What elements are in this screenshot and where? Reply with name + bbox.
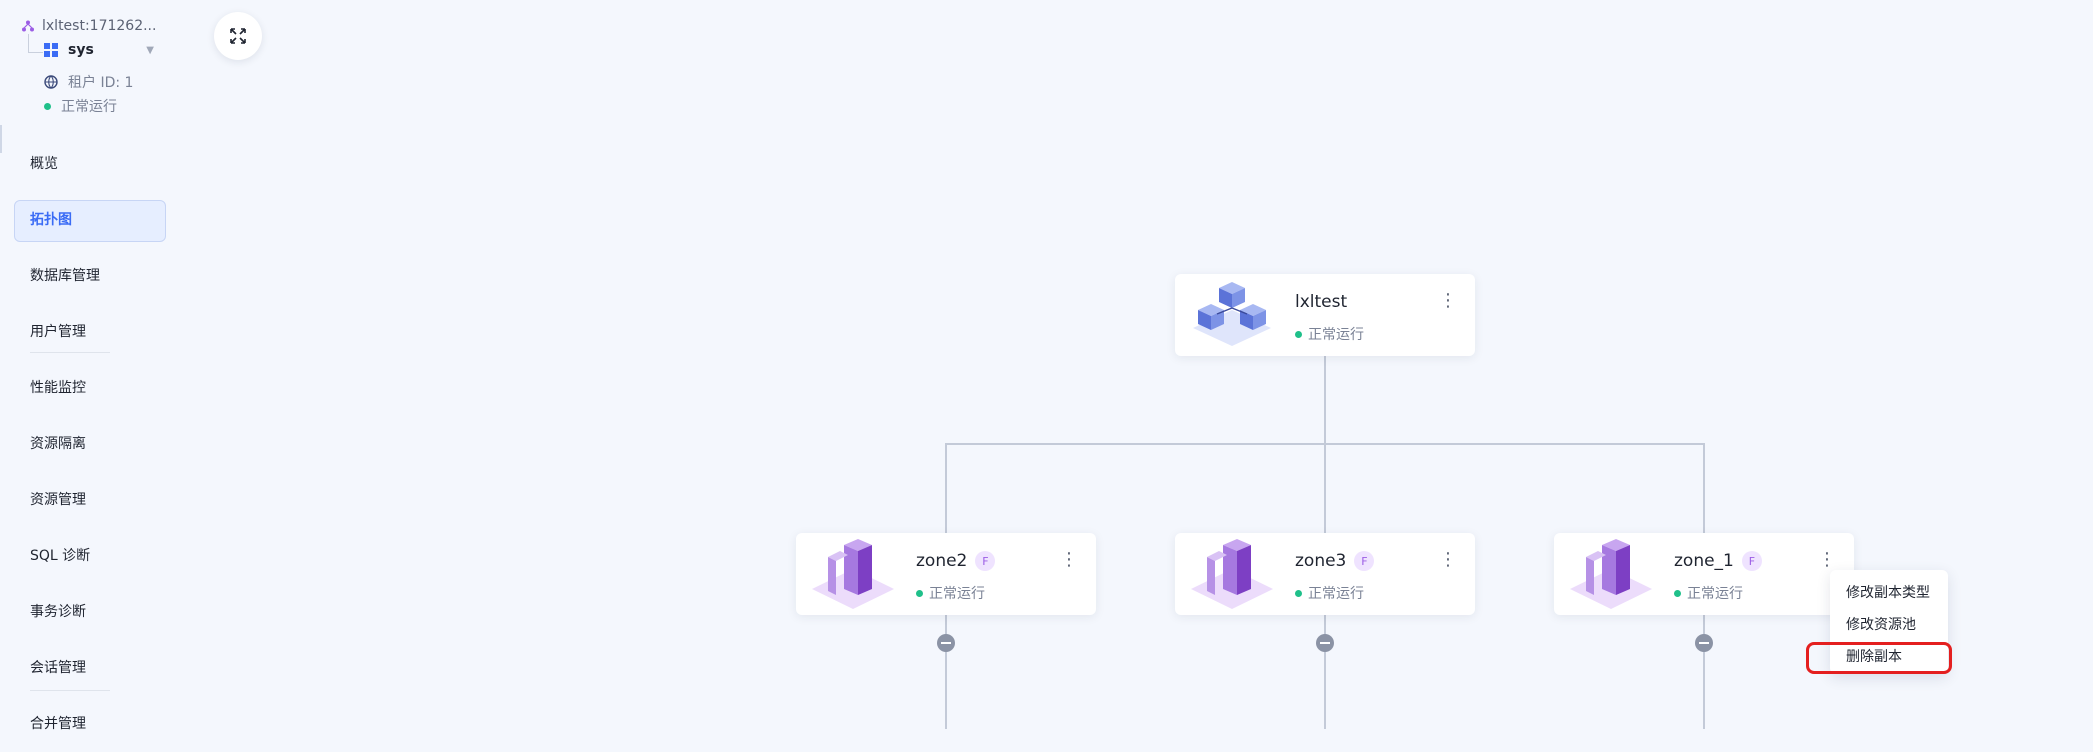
- topology-link: [945, 443, 947, 533]
- tree-connector: [28, 34, 43, 53]
- chevron-down-icon[interactable]: ▼: [146, 44, 154, 56]
- sidebar-item-topology[interactable]: 拓扑图: [14, 192, 166, 248]
- highlight-annotation: [1806, 642, 1952, 674]
- tenant-icon: [44, 43, 58, 57]
- sidebar-item-label: 拓扑图: [30, 212, 72, 228]
- cluster-cubes-icon: [1193, 282, 1271, 346]
- sidebar-item-transaction-diagnosis[interactable]: 事务诊断: [14, 584, 164, 640]
- sidebar-item-label: 资源隔离: [30, 436, 86, 452]
- sidebar-item-isolation[interactable]: 资源隔离: [14, 416, 164, 472]
- sidebar-divider: [30, 690, 110, 691]
- full-replica-badge: F: [975, 551, 996, 571]
- sidebar-item-resources[interactable]: 资源管理: [14, 472, 164, 528]
- expand-arrows-icon: [230, 28, 246, 44]
- cluster-name: lxltest:171262...: [42, 18, 157, 34]
- topology-zone-node[interactable]: zone2 F 正常运行 ⋮: [796, 533, 1096, 615]
- more-vertical-icon[interactable]: ⋮: [1439, 549, 1457, 570]
- more-vertical-icon[interactable]: ⋮: [1439, 290, 1457, 311]
- collapse-node-button[interactable]: [1316, 634, 1334, 652]
- node-status: 正常运行: [929, 586, 985, 602]
- sidebar-item-label: 事务诊断: [30, 604, 86, 620]
- tenant-name: sys: [68, 42, 94, 58]
- node-name: lxltest: [1295, 292, 1348, 312]
- sidebar-item-performance[interactable]: 性能监控: [14, 360, 164, 416]
- sidebar-nav: 概览 拓扑图 数据库管理 用户管理 性能监控 资源隔离 资源管理 SQL 诊断 …: [14, 136, 166, 752]
- menu-item-delete-replica[interactable]: 删除副本: [1846, 649, 1902, 665]
- topology-link: [1324, 443, 1326, 533]
- status-dot-icon: [916, 589, 923, 597]
- sidebar-divider: [30, 352, 110, 353]
- sidebar-item-label: 性能监控: [30, 380, 86, 396]
- topology-link: [1324, 615, 1326, 729]
- sidebar-item-sql-diagnosis[interactable]: SQL 诊断: [14, 528, 164, 584]
- sidebar-item-overview[interactable]: 概览: [14, 136, 164, 192]
- globe-icon: [44, 75, 58, 89]
- cluster-icon: [22, 20, 34, 32]
- tenant-id: 租户 ID: 1: [68, 75, 134, 91]
- tenant-status: 正常运行: [44, 96, 117, 116]
- topology-root-node[interactable]: lxltest 正常运行 ⋮: [1175, 274, 1475, 356]
- node-name: zone3: [1295, 551, 1347, 571]
- full-replica-badge: F: [1741, 551, 1762, 571]
- topology-link: [945, 615, 947, 729]
- status-dot-icon: [1674, 589, 1681, 597]
- node-status: 正常运行: [1308, 586, 1364, 602]
- more-vertical-icon[interactable]: ⋮: [1060, 549, 1078, 570]
- topology-link: [1703, 443, 1705, 533]
- topology-zone-node[interactable]: zone_1 F 正常运行 ⋮: [1554, 533, 1854, 615]
- collapse-node-button[interactable]: [937, 634, 955, 652]
- sidebar-item-sessions[interactable]: 会话管理: [14, 640, 164, 696]
- sidebar-item-merge[interactable]: 合并管理: [14, 696, 164, 752]
- topology-link: [1324, 354, 1326, 444]
- zone-building-icon: [812, 539, 894, 609]
- topology-zone-node[interactable]: zone3 F 正常运行 ⋮: [1175, 533, 1475, 615]
- node-status: 正常运行: [1687, 586, 1743, 602]
- node-name: zone_1: [1674, 551, 1734, 571]
- status-dot-icon: [44, 102, 51, 110]
- sidebar-item-label: SQL 诊断: [30, 548, 91, 564]
- sidebar-item-users[interactable]: 用户管理: [14, 304, 164, 360]
- zone-building-icon: [1191, 539, 1273, 609]
- zone-context-menu: 修改副本类型 修改资源池 删除副本: [1830, 570, 1948, 674]
- tenant-status-label: 正常运行: [61, 99, 117, 115]
- sidebar-item-label: 用户管理: [30, 324, 86, 340]
- left-edge-marker: [0, 125, 2, 153]
- menu-item-modify-replica-type[interactable]: 修改副本类型: [1846, 585, 1930, 601]
- sidebar-item-label: 合并管理: [30, 716, 86, 732]
- sidebar-item-label: 会话管理: [30, 660, 86, 676]
- sidebar-item-label: 资源管理: [30, 492, 86, 508]
- topology-link: [1703, 615, 1705, 729]
- sidebar-item-database[interactable]: 数据库管理: [14, 248, 164, 304]
- zone-building-icon: [1570, 539, 1652, 609]
- collapse-node-button[interactable]: [1695, 634, 1713, 652]
- full-replica-badge: F: [1354, 551, 1375, 571]
- status-dot-icon: [1295, 330, 1302, 338]
- tenant-id-row: 租户 ID: 1: [44, 72, 133, 92]
- tenant-selector[interactable]: sys ▼: [44, 42, 154, 58]
- sidebar-item-label: 数据库管理: [30, 268, 100, 284]
- status-dot-icon: [1295, 589, 1302, 597]
- cluster-selector[interactable]: lxltest:171262...: [22, 18, 156, 34]
- sidebar-item-label: 概览: [30, 156, 58, 172]
- menu-item-modify-resource-pool[interactable]: 修改资源池: [1846, 617, 1916, 633]
- more-vertical-icon[interactable]: ⋮: [1818, 549, 1836, 570]
- node-status: 正常运行: [1308, 327, 1364, 343]
- fullscreen-button[interactable]: [214, 12, 262, 60]
- node-name: zone2: [916, 551, 968, 571]
